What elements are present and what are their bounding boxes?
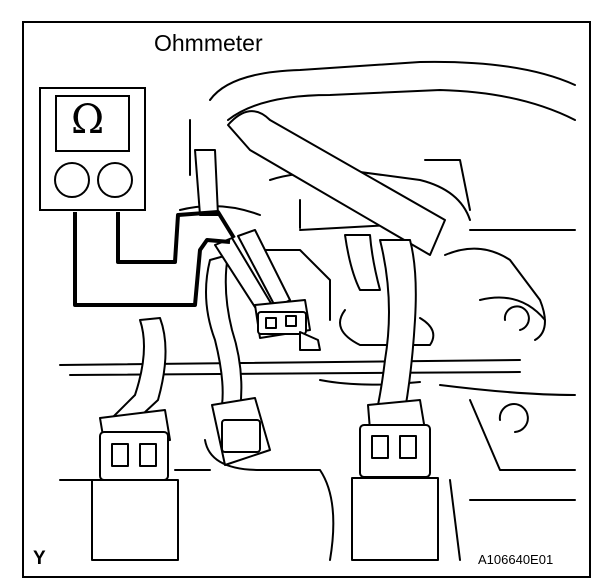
- figure-id: A106640E01: [478, 552, 554, 567]
- ohmmeter-jack-right: [97, 162, 133, 198]
- ohmmeter-jack-left: [54, 162, 90, 198]
- right-harness: [227, 110, 446, 561]
- engine-outline: [59, 60, 576, 561]
- test-leads: [73, 210, 236, 307]
- diagram-title: Ohmmeter: [154, 30, 263, 56]
- target-connector: [254, 299, 321, 351]
- middle-harness: [194, 149, 271, 466]
- ohmmeter-display: [55, 95, 130, 152]
- ohm-symbol: Ω: [71, 97, 105, 143]
- ohmmeter: [39, 87, 146, 211]
- corner-mark: Y: [33, 548, 46, 569]
- diagram-frame: [22, 21, 591, 578]
- left-harness: [91, 317, 179, 561]
